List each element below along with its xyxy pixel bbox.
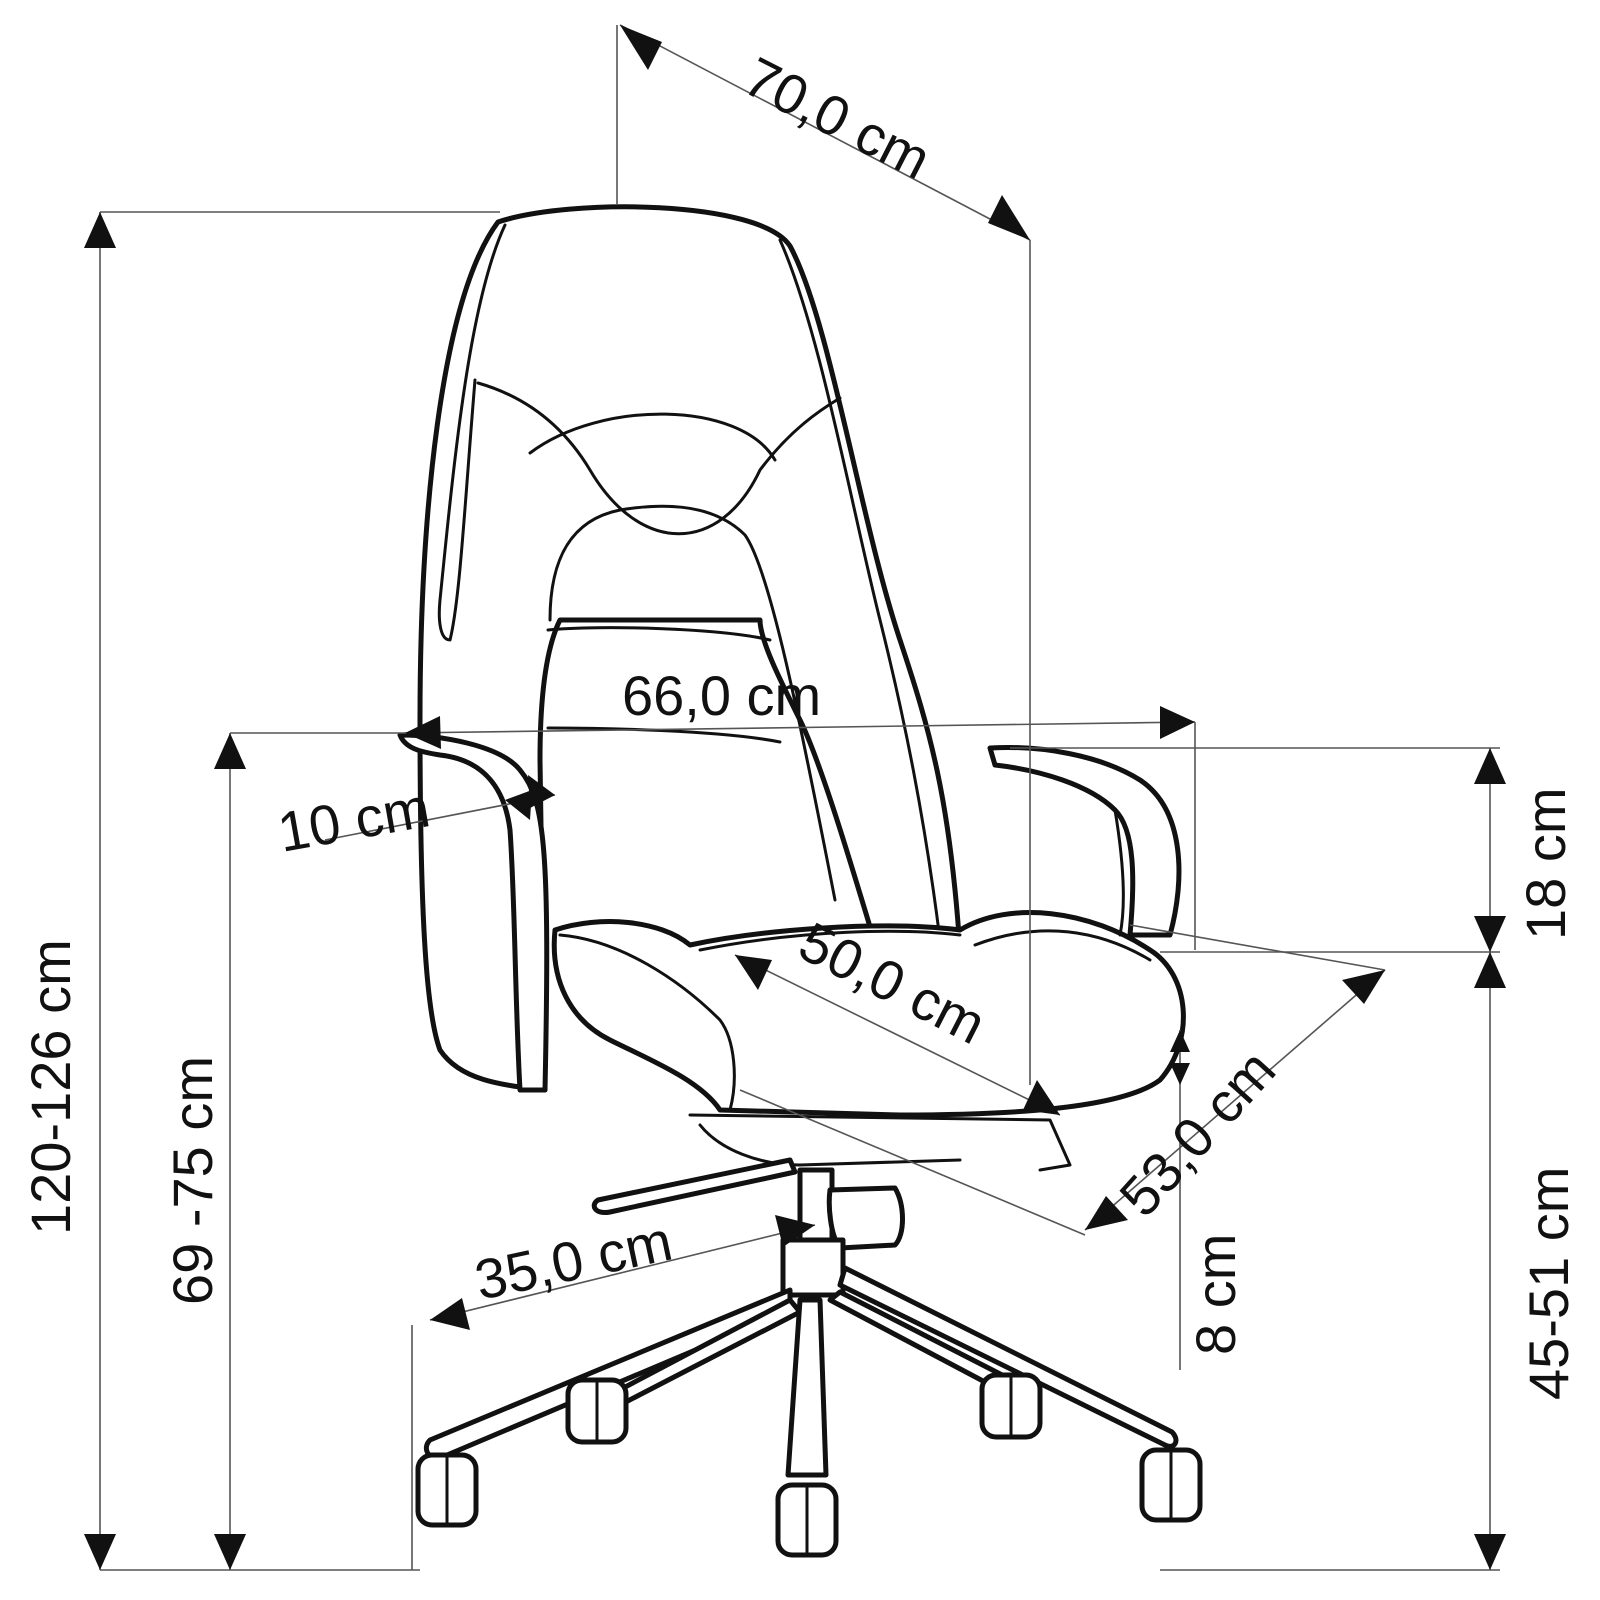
seat-width-line	[1084, 969, 1386, 1231]
caster-left	[415, 1452, 479, 1528]
base-radius-label: 35,0 cm	[469, 1209, 677, 1312]
left-armrest	[397, 732, 550, 1093]
right-armrest-support	[1113, 808, 1125, 937]
base-leg-right	[837, 1265, 1179, 1449]
armrest-height-label: 18 cm	[1514, 788, 1577, 941]
seat-height-label: 45-51 cm	[1517, 1167, 1580, 1400]
backrest-side-panel	[437, 223, 507, 642]
right-armrest	[987, 745, 1182, 938]
caster-front	[775, 1482, 839, 1558]
base-radius-line	[429, 1224, 816, 1321]
width-arrow-left	[405, 716, 441, 749]
armrest-floor-arrow-top	[214, 733, 246, 769]
total-height-label: 120-126 cm	[19, 939, 82, 1235]
total-height-arrow-top	[84, 212, 116, 248]
depth-label: 70,0 cm	[735, 45, 941, 192]
backrest-upper-seam	[476, 381, 842, 536]
depth-line	[619, 24, 1031, 241]
cylinder-cover	[826, 1185, 905, 1251]
seat-front-roll	[558, 933, 736, 1112]
seat-cushion	[551, 910, 1186, 1118]
seat-stitch-line	[698, 929, 1152, 962]
depth-arrow-left	[620, 25, 662, 70]
backrest-outer-shell	[417, 204, 963, 1093]
office-chair-illustration	[397, 204, 1203, 1558]
armrest-floor-arrow-bottom	[214, 1534, 246, 1570]
backrest-lumbar-seam	[548, 504, 837, 902]
backrest-center-band	[546, 626, 782, 744]
backrest-middle-seam	[528, 412, 777, 462]
base-hub	[780, 1237, 846, 1298]
tilt-lever	[591, 1157, 798, 1216]
base-leg-front	[785, 1297, 829, 1478]
caster-back-right	[979, 1372, 1043, 1440]
tilt-mechanism	[688, 1113, 1072, 1172]
total-height-arrow-bottom	[84, 1534, 116, 1570]
width-label: 66,0 cm	[622, 664, 821, 727]
width-line	[404, 721, 1196, 734]
seat-depth-line	[734, 954, 1061, 1116]
seat-thickness-label: 8 cm	[1184, 1234, 1247, 1355]
caster-back-left	[565, 1377, 629, 1445]
width-arrow-right	[1160, 706, 1195, 739]
depth-arrow-right	[988, 195, 1030, 240]
dimension-lines	[84, 24, 1506, 1571]
caster-right	[1139, 1447, 1203, 1523]
armrest-width-label: 10 cm	[273, 775, 434, 864]
backrest-right-edge	[778, 238, 942, 942]
armrest-floor-height-label: 69 -75 cm	[161, 1056, 224, 1305]
